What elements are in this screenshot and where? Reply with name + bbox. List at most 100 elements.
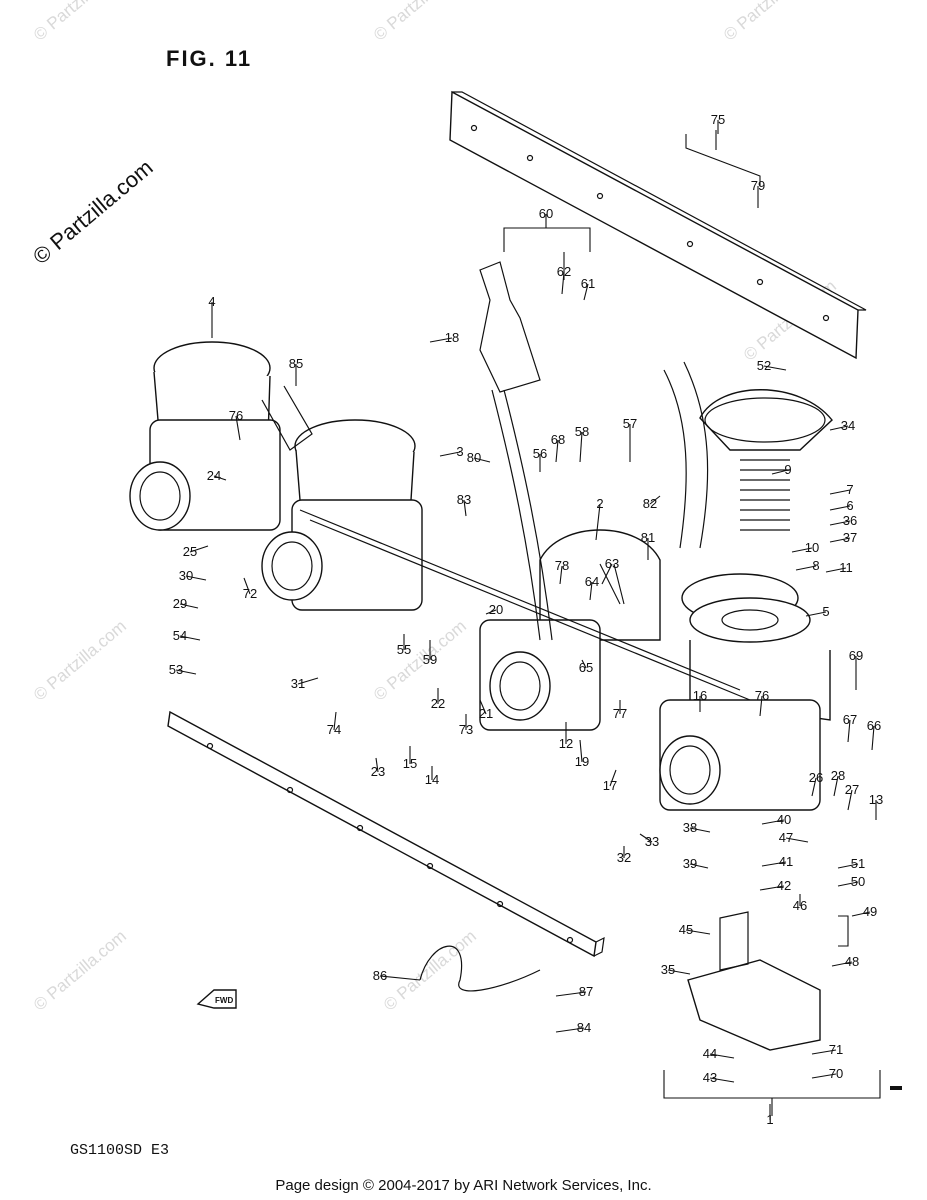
part-number-label: 10 <box>805 540 819 555</box>
part-number-label: 71 <box>829 1042 843 1057</box>
leader-line <box>555 991 587 997</box>
part-number-label: 64 <box>585 574 599 589</box>
throttle-shaft <box>299 509 741 691</box>
leader-line <box>601 563 613 585</box>
top-mounting-bar <box>449 90 867 360</box>
leader-line <box>759 695 763 717</box>
leader-line <box>609 769 617 787</box>
leader-line <box>179 635 201 641</box>
part-number-label: 43 <box>703 1070 717 1085</box>
part-number-label: 73 <box>459 722 473 737</box>
part-number-label: 39 <box>683 856 697 871</box>
group-bracket <box>685 130 761 186</box>
part-number-label: 82 <box>643 496 657 511</box>
part-number-label: 34 <box>841 418 855 433</box>
joint-hose <box>261 385 313 451</box>
part-number-label: 53 <box>169 662 183 677</box>
leader-line <box>871 725 875 751</box>
part-number-label: 45 <box>679 922 693 937</box>
leader-line <box>375 757 379 773</box>
part-number-label: 31 <box>291 676 305 691</box>
leader-line <box>473 457 491 463</box>
part-number-label: 48 <box>845 954 859 969</box>
leader-line <box>689 863 709 869</box>
part-number-label: 62 <box>557 264 571 279</box>
return-spring <box>419 945 541 992</box>
part-number-label: 60 <box>539 206 553 221</box>
part-number-label: 16 <box>693 688 707 703</box>
part-number-labels: 1234567891011121314151617181920212223242… <box>169 112 883 1127</box>
part-number-label: 26 <box>809 770 823 785</box>
overflow-hose <box>663 369 687 549</box>
leader-line <box>829 537 851 543</box>
part-number-label: 59 <box>423 652 437 667</box>
overflow-hose <box>683 361 709 549</box>
part-number-label: 9 <box>784 462 791 477</box>
part-number-label: 74 <box>327 722 341 737</box>
part-number-label: 7 <box>846 482 853 497</box>
part-number-label: 56 <box>533 446 547 461</box>
part-number-label: 76 <box>755 688 769 703</box>
part-number-label: 41 <box>779 854 793 869</box>
assembly-bracket <box>663 1070 881 1116</box>
part-number-label: 38 <box>683 820 697 835</box>
leader-line <box>189 545 209 553</box>
part-number-label: 65 <box>579 660 593 675</box>
leader-line <box>829 505 851 511</box>
leader-line <box>479 699 487 715</box>
part-number-label: 14 <box>425 772 439 787</box>
leader-line <box>583 283 589 301</box>
leader-line <box>429 337 453 343</box>
group-bracket <box>838 915 849 947</box>
leader-line <box>379 975 421 981</box>
leader-line <box>581 659 587 669</box>
part-number-label: 23 <box>371 764 385 779</box>
leader-line <box>829 425 849 431</box>
leader-line <box>439 451 461 457</box>
part-number-label: 54 <box>173 628 187 643</box>
part-number-label: 28 <box>831 768 845 783</box>
part-number-label: 36 <box>843 513 857 528</box>
part-number-label: 35 <box>661 962 675 977</box>
part-number-label: 40 <box>777 812 791 827</box>
leader-line <box>333 711 337 731</box>
leader-line <box>785 837 809 843</box>
part-number-label: 33 <box>645 834 659 849</box>
leader-line <box>771 469 789 475</box>
part-number-label: 66 <box>867 718 881 733</box>
leader-line <box>829 489 851 495</box>
leader-line <box>811 777 817 797</box>
part-number-label: 86 <box>373 968 387 983</box>
leader-line <box>485 609 497 615</box>
leader-line <box>599 563 625 605</box>
leader-line <box>847 719 851 743</box>
leader-line <box>555 439 559 463</box>
page-mark <box>890 1086 902 1090</box>
part-number-label: 37 <box>843 530 857 545</box>
part-number-label: 42 <box>777 878 791 893</box>
leader-line <box>689 827 711 833</box>
carburetor-1 <box>129 341 281 531</box>
leader-line <box>179 603 199 609</box>
leader-line <box>243 577 251 595</box>
leader-line <box>837 881 859 887</box>
part-number-label: 72 <box>243 586 257 601</box>
part-number-label: 13 <box>869 792 883 807</box>
float-bowl <box>687 911 821 1051</box>
part-number-label: 5 <box>822 604 829 619</box>
part-number-label: 27 <box>845 782 859 797</box>
leader-line <box>805 611 827 617</box>
leader-line <box>175 669 197 675</box>
leader-line <box>791 547 813 553</box>
part-number-label: 47 <box>779 830 793 845</box>
leader-line <box>837 863 859 869</box>
part-number-label: 55 <box>397 642 411 657</box>
part-number-label: 83 <box>457 492 471 507</box>
part-number-label: 20 <box>489 602 503 617</box>
part-number-label: 8 <box>812 558 819 573</box>
part-number-label: 3 <box>456 444 463 459</box>
part-number-label: 51 <box>851 856 865 871</box>
part-number-label: 81 <box>641 530 655 545</box>
